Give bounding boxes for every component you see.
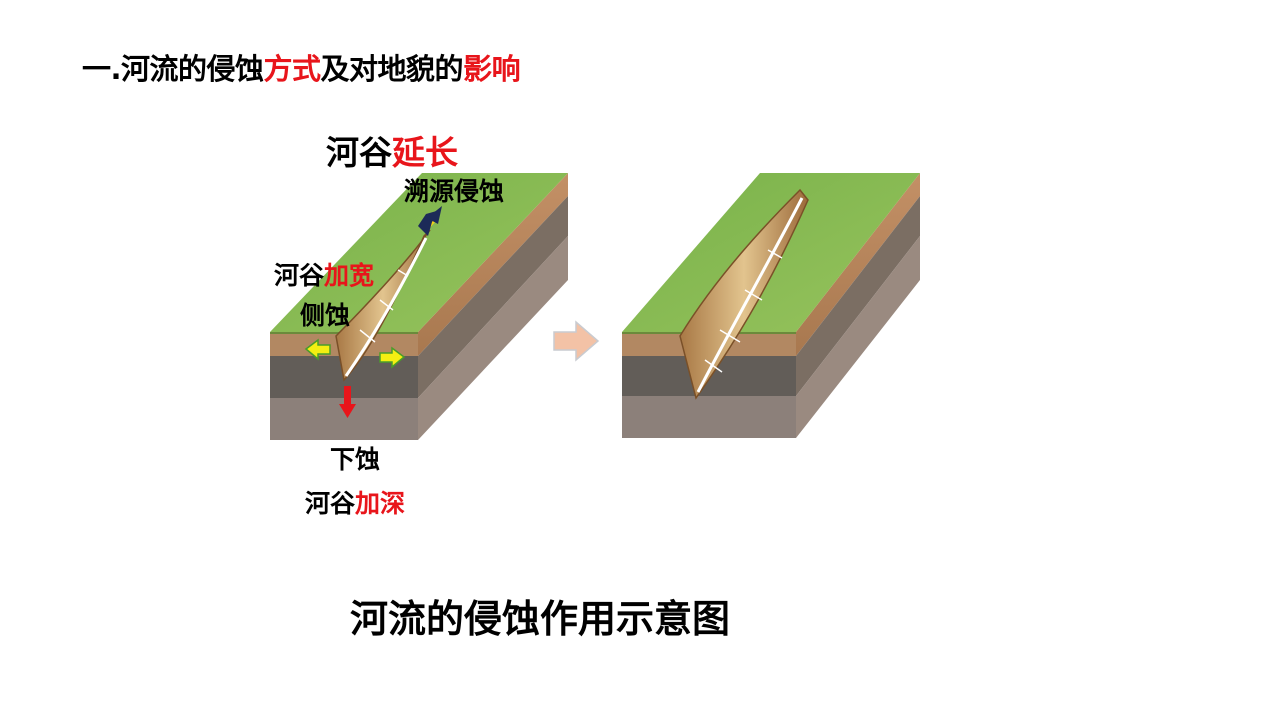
label-valley-widen: 河谷加宽 [274,256,374,292]
label-lateral-erosion: 侧蚀 [300,301,351,330]
diagram-caption: 河流的侵蚀作用示意图 [350,597,731,641]
label-headward-erosion: 溯源侵蚀 [404,177,505,206]
label-valley-widen-prefix: 河谷 [274,261,325,290]
right-front-layer-3 [622,396,796,438]
arrow-up-icon [418,206,442,236]
left-front-layer-3 [270,398,418,440]
title-part-2: 方式 [263,52,322,86]
page-title: 一.河流的侵蚀方式及对地貌的影响 [82,46,521,88]
right-side-layer-2 [796,196,920,396]
right-block [622,173,920,438]
right-side-layer-1 [796,173,920,356]
left-side-layer-2 [418,196,568,398]
label-valley-deepen-highlight: 加深 [355,489,406,518]
left-side-layer-1 [418,173,568,356]
arrow-right-icon [379,346,406,369]
title-part-4: 影响 [463,52,521,86]
label-valley-deepen-prefix: 河谷 [305,489,356,518]
title-part-3: 及对地貌的 [320,52,464,86]
label-valley-length: 河谷延长 [326,126,458,174]
label-valley-length-highlight: 延长 [392,133,458,172]
label-down-erosion: 下蚀 [330,445,381,474]
title-part-1: 一.河流的侵蚀 [82,52,264,86]
right-side-layer-3 [796,236,920,438]
label-valley-widen-highlight: 加宽 [324,261,375,290]
arrow-next-icon [553,320,600,362]
label-valley-length-prefix: 河谷 [326,133,392,172]
right-valley [679,188,809,400]
arrow-left-icon [304,338,331,361]
arrow-down-icon [339,386,356,418]
label-valley-deepen: 河谷加深 [305,484,405,520]
left-side-layer-3 [418,236,568,440]
left-block [270,173,568,440]
